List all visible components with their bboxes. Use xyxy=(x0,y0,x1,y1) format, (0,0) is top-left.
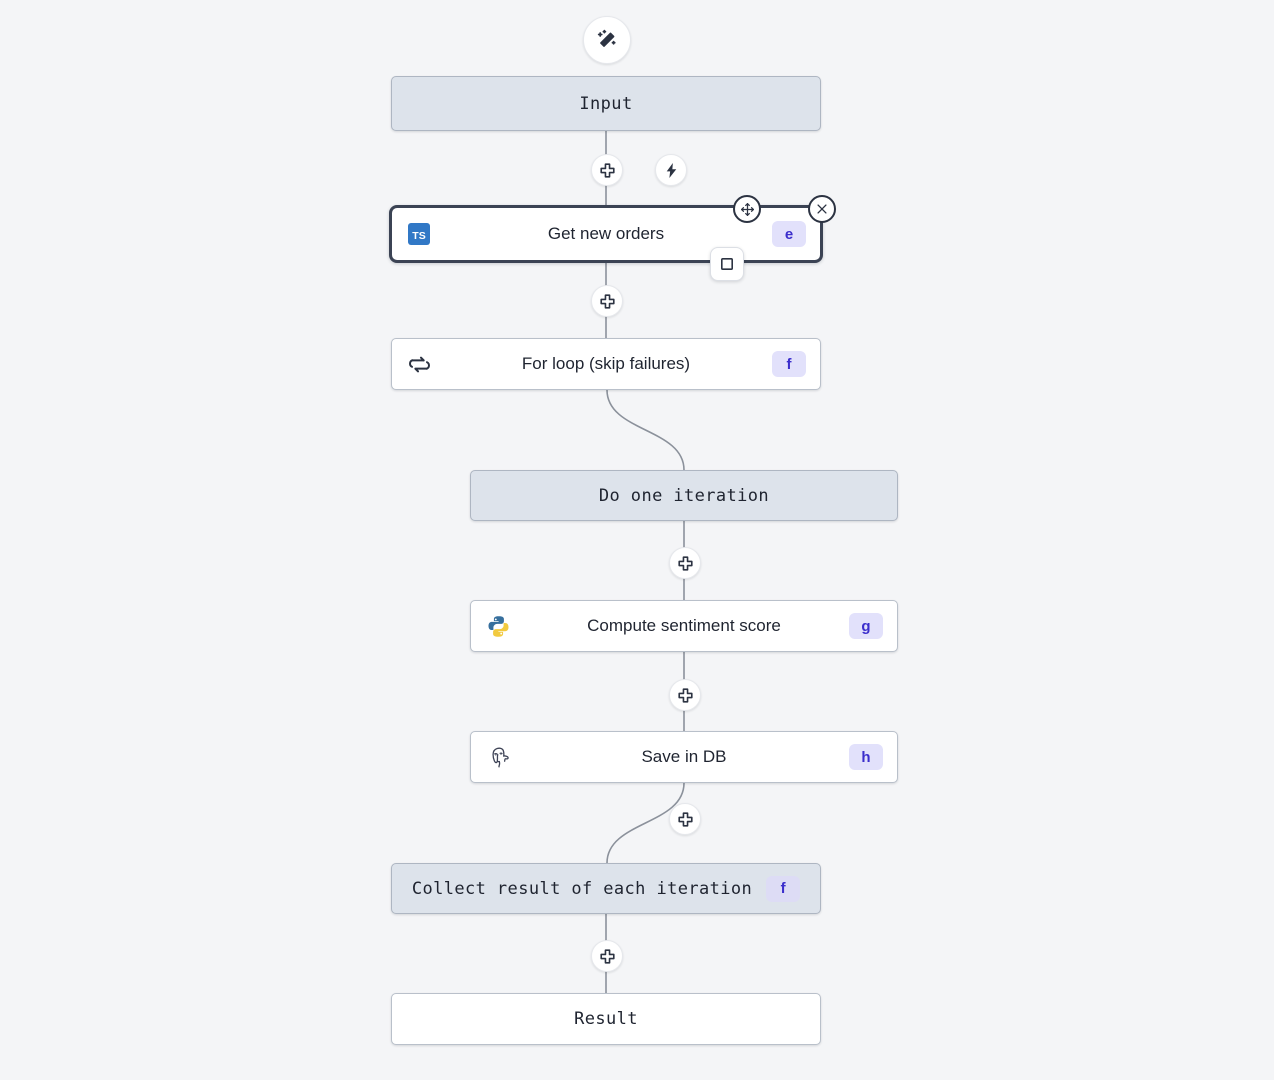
add-step-button-after-do-one-iteration[interactable] xyxy=(669,547,701,579)
close-icon xyxy=(815,202,829,216)
loop-icon xyxy=(406,351,432,377)
node-save-in-db-shortcut-badge[interactable]: h xyxy=(849,744,883,770)
node-input-label: Input xyxy=(579,93,633,114)
edge-for-loop-to-do-one-iteration xyxy=(606,389,685,471)
add-step-button-after-get-new-orders[interactable] xyxy=(591,285,623,317)
node-for-loop-shortcut-badge[interactable]: f xyxy=(772,351,806,377)
stop-square-icon xyxy=(719,256,735,272)
node-result-label: Result xyxy=(574,1009,638,1029)
stop-button[interactable] xyxy=(710,247,744,281)
node-get-new-orders[interactable]: TS Get new orders e xyxy=(389,205,823,263)
ai-assistant-button[interactable] xyxy=(583,16,631,64)
node-do-one-iteration[interactable]: Do one iteration xyxy=(470,470,898,521)
node-save-in-db[interactable]: Save in DB h xyxy=(470,731,898,783)
node-collect-result-label: Collect result of each iteration xyxy=(411,878,753,899)
plus-icon xyxy=(599,293,616,310)
node-collect-result-shortcut-badge[interactable]: f xyxy=(766,875,801,902)
svg-text:TS: TS xyxy=(412,230,425,242)
node-get-new-orders-shortcut-badge[interactable]: e xyxy=(772,221,806,247)
magic-wand-icon xyxy=(595,28,619,52)
lightning-bolt-icon xyxy=(663,162,680,179)
node-collect-result[interactable]: Collect result of each iteration f xyxy=(391,863,821,914)
node-compute-sentiment-score-shortcut-badge[interactable]: g xyxy=(849,613,883,639)
plus-icon xyxy=(677,811,694,828)
close-button[interactable] xyxy=(808,195,836,223)
move-handle[interactable] xyxy=(733,195,761,223)
node-result[interactable]: Result xyxy=(391,993,821,1045)
node-do-one-iteration-label: Do one iteration xyxy=(598,485,770,506)
typescript-icon: TS xyxy=(406,221,432,247)
node-input[interactable]: Input xyxy=(391,76,821,131)
move-icon xyxy=(740,202,755,217)
plus-icon xyxy=(599,948,616,965)
node-compute-sentiment-score[interactable]: Compute sentiment score g xyxy=(470,600,898,652)
trigger-button[interactable] xyxy=(655,154,687,186)
add-step-button-after-compute-sentiment-score[interactable] xyxy=(669,679,701,711)
node-get-new-orders-label: Get new orders xyxy=(547,224,665,243)
node-save-in-db-label: Save in DB xyxy=(641,747,727,766)
add-step-button-after-input[interactable] xyxy=(591,154,623,186)
plus-icon xyxy=(677,687,694,704)
postgresql-icon xyxy=(485,744,511,770)
plus-icon xyxy=(677,555,694,572)
add-step-button-after-save-in-db[interactable] xyxy=(669,803,701,835)
python-icon xyxy=(485,613,511,639)
plus-icon xyxy=(599,162,616,179)
node-for-loop[interactable]: For loop (skip failures) f xyxy=(391,338,821,390)
node-compute-sentiment-score-label: Compute sentiment score xyxy=(587,616,781,635)
node-for-loop-label: For loop (skip failures) xyxy=(521,354,691,373)
add-step-button-after-collect-result[interactable] xyxy=(591,940,623,972)
